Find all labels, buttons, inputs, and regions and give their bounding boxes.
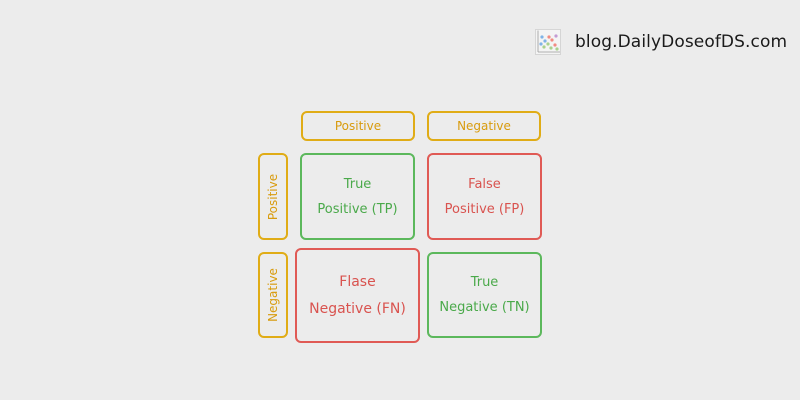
- cell-false-negative: Flase Negative (FN): [295, 248, 420, 343]
- cell-tn-line2: Negative (TN): [439, 300, 530, 315]
- col-header-positive-label: Positive: [334, 119, 382, 133]
- cell-true-positive: True Positive (TP): [300, 153, 415, 240]
- col-header-negative: Negative: [427, 111, 541, 141]
- cell-fp-line1: False: [468, 176, 501, 192]
- cell-fn-line1: Flase: [339, 273, 376, 290]
- cell-tn-line1: True: [470, 275, 499, 290]
- col-header-positive: Positive: [301, 111, 415, 141]
- row-header-positive-label: Positive: [266, 173, 281, 220]
- cell-fp-line2: Positive (FP): [444, 201, 525, 217]
- cell-fn-line2: Negative (FN): [309, 300, 406, 317]
- cell-true-negative: True Negative (TN): [427, 252, 542, 338]
- cell-tp-line1: True: [343, 176, 372, 192]
- scatter-plot-icon: [535, 29, 561, 55]
- brand: blog.DailyDoseofDS.com: [535, 28, 787, 56]
- cell-false-positive: False Positive (FP): [427, 153, 542, 240]
- cell-tp-line2: Positive (TP): [317, 201, 398, 217]
- brand-url[interactable]: blog.DailyDoseofDS.com: [575, 32, 788, 52]
- col-header-negative-label: Negative: [457, 119, 511, 133]
- row-header-negative-label: Negative: [266, 268, 281, 322]
- row-header-negative: Negative: [258, 252, 288, 338]
- row-header-positive: Positive: [258, 153, 288, 240]
